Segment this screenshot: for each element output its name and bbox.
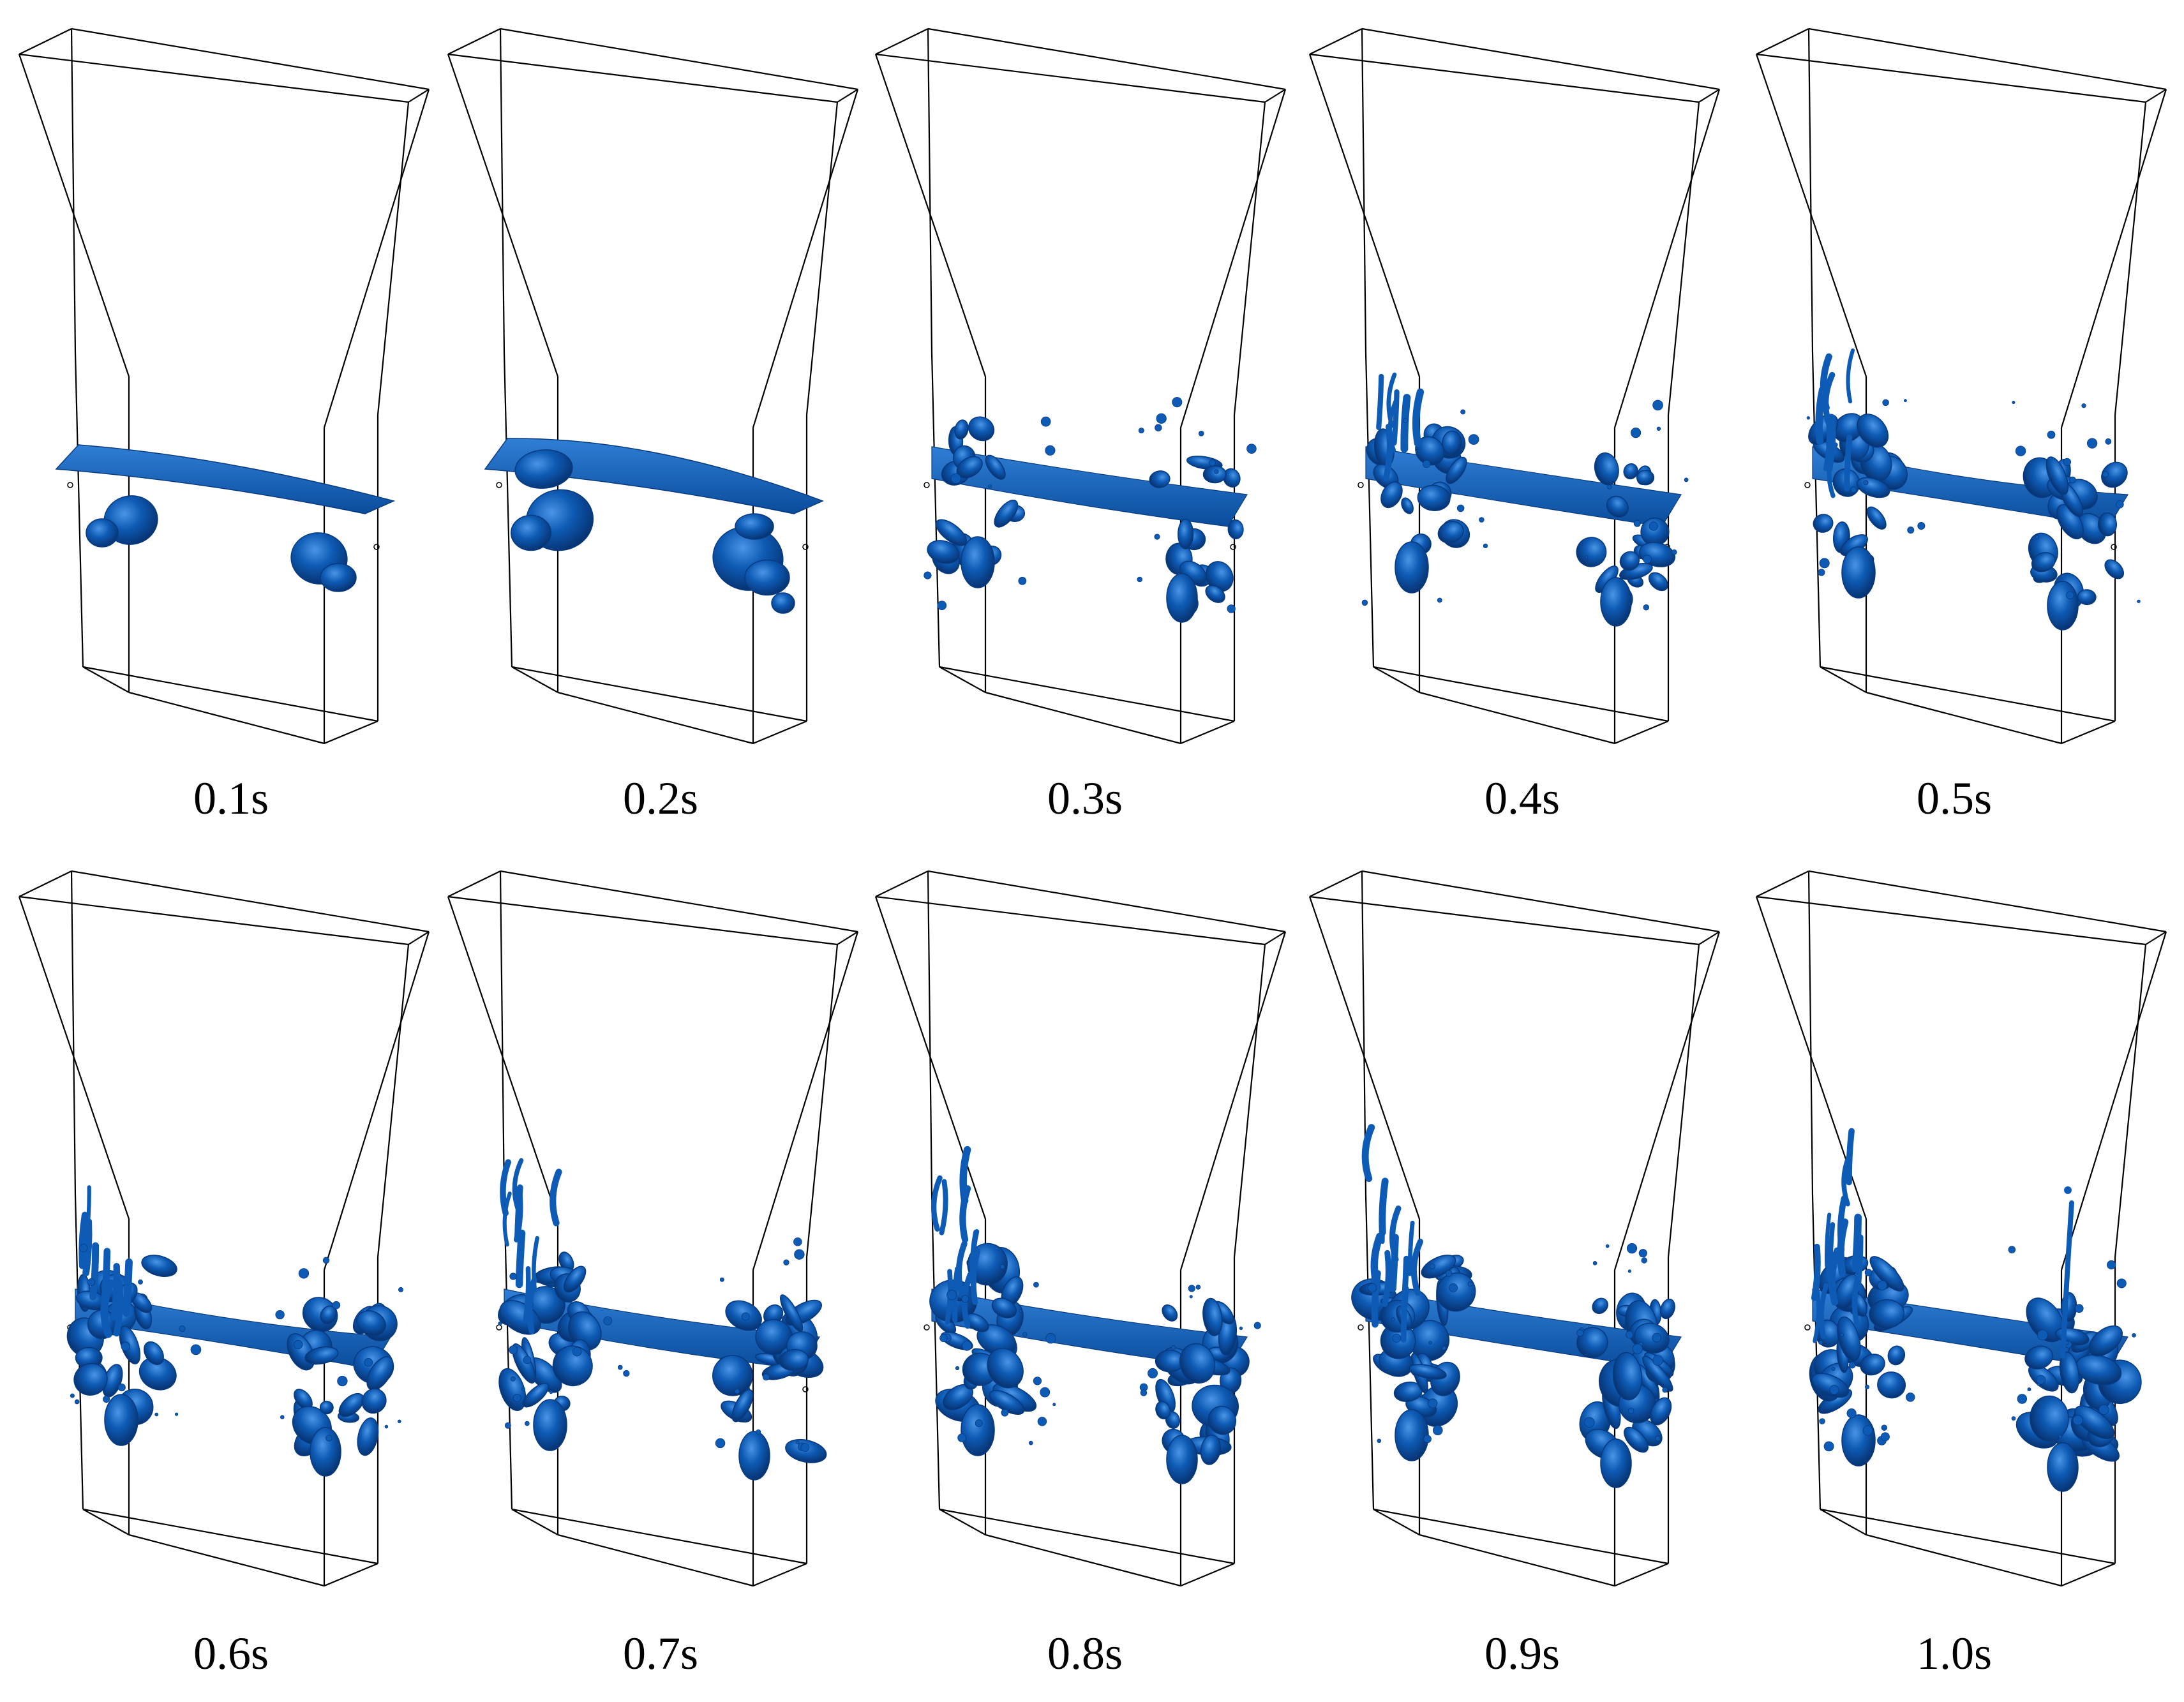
- fluid-interface-2: [924, 397, 1257, 623]
- fluid-interface-5: [66, 1185, 404, 1477]
- fluid-interface-0: [55, 444, 396, 592]
- fluid-interface-8: [1351, 1124, 1682, 1488]
- panel-6: [447, 870, 859, 1587]
- container-outline-8: [1308, 870, 1721, 1587]
- time-label-2: 0.3s: [1047, 773, 1123, 824]
- time-label-8: 0.9s: [1484, 1628, 1560, 1679]
- fluid-interface-1: [484, 438, 824, 614]
- container-outline-0: [18, 27, 430, 745]
- time-label-7: 0.8s: [1047, 1628, 1123, 1679]
- time-label-9: 1.0s: [1916, 1628, 1993, 1679]
- container-outline-9: [1755, 870, 2167, 1587]
- time-label-3: 0.4s: [1484, 773, 1560, 824]
- panel-9: [1755, 870, 2167, 1587]
- fluid-interface-9: [1809, 1128, 2142, 1492]
- panel-8: [1308, 870, 1721, 1587]
- panel-2: [874, 27, 1287, 745]
- container-outline-1: [447, 27, 859, 745]
- container-outline-6: [447, 870, 859, 1587]
- container-outline-3: [1308, 27, 1721, 745]
- container-outline-2: [874, 27, 1287, 745]
- fluid-interface-3: [1361, 372, 1689, 627]
- time-label-6: 0.7s: [622, 1628, 699, 1679]
- panel-7: [874, 870, 1287, 1587]
- panel-3: [1308, 27, 1721, 745]
- time-label-0: 0.1s: [193, 773, 269, 824]
- panel-4: [1755, 27, 2167, 745]
- time-label-1: 0.2s: [622, 773, 699, 824]
- fluid-interface-7: [929, 1146, 1261, 1484]
- time-label-4: 0.5s: [1916, 773, 1993, 824]
- time-label-5: 0.6s: [193, 1628, 269, 1679]
- panel-1: [447, 27, 859, 745]
- fluid-interface-6: [498, 1158, 827, 1481]
- panel-0: [18, 27, 430, 745]
- container-outline-4: [1755, 27, 2167, 745]
- fluid-interface-4: [1806, 348, 2141, 631]
- panel-5: [18, 870, 430, 1587]
